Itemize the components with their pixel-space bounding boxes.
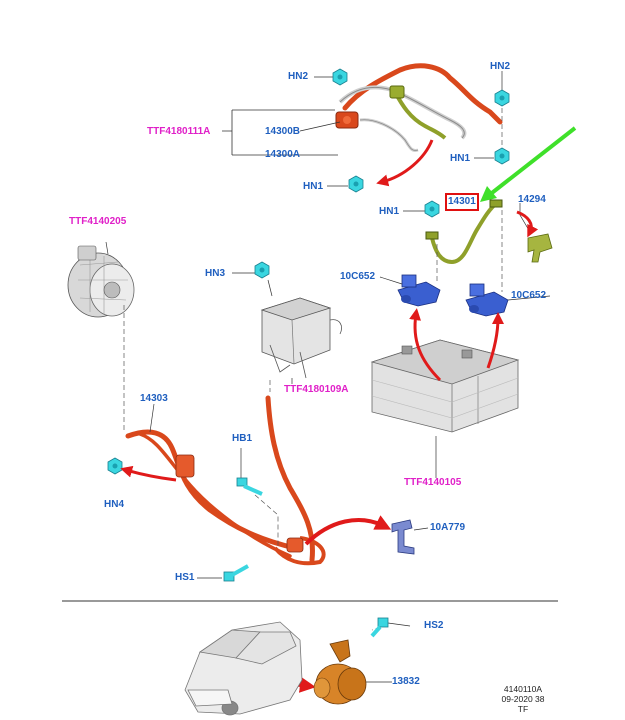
batteries <box>370 339 520 433</box>
callout-bracket-14300 <box>222 109 341 156</box>
label-14301: 14301 <box>445 193 479 211</box>
label-14294: 14294 <box>518 194 546 205</box>
nut-hn1-mid-icon <box>348 175 364 193</box>
footer-date: 09-2020 38 <box>501 694 545 704</box>
green-arrow <box>480 126 577 202</box>
cable-14301 <box>425 199 503 265</box>
label-hs1: HS1 <box>175 572 195 583</box>
footer-block: 4140110A 09-2020 38 TF <box>497 684 549 714</box>
footer-ref: 4140110A <box>503 684 543 694</box>
bolt-hb1-icon <box>236 477 263 496</box>
label-ttf4180111a: TTF4180111A <box>147 126 211 137</box>
label-ttf4180109a: TTF4180109A <box>284 384 349 395</box>
label-hn2-top: HN2 <box>288 71 309 82</box>
label-14303: 14303 <box>140 393 168 404</box>
label-hn2-right: HN2 <box>490 61 511 72</box>
nut-hn1-right-icon <box>494 147 510 165</box>
label-hn1-mid: HN1 <box>303 181 324 192</box>
terminal-left-10c652 <box>397 274 441 307</box>
label-hn1-right: HN1 <box>450 153 471 164</box>
label-13832: 13832 <box>392 676 420 687</box>
label-14300b: 14300B <box>265 126 301 137</box>
bolt-hs2-icon <box>370 617 389 638</box>
label-hn3: HN3 <box>205 268 226 279</box>
cable-14303 <box>125 395 326 566</box>
alternator <box>67 245 135 318</box>
nut-hn1-batt-icon <box>424 200 440 218</box>
label-14300a: 14300A <box>265 149 301 160</box>
label-hb1: HB1 <box>232 433 253 444</box>
label-hn4: HN4 <box>104 499 125 510</box>
label-10a779: 10A779 <box>430 522 466 533</box>
van-illustration <box>184 621 303 716</box>
label-hn1-batt: HN1 <box>379 206 400 217</box>
nut-hn2-top-icon <box>332 68 348 86</box>
label-ttf4140205: TTF4140205 <box>69 216 127 227</box>
leader-lines <box>105 71 551 683</box>
fuse-box <box>260 297 342 379</box>
label-10c652-right: 10C652 <box>511 290 547 301</box>
horn-13832 <box>313 639 367 705</box>
label-10c652-left: 10C652 <box>340 271 376 282</box>
bracket-14294 <box>527 233 553 263</box>
label-ttf4140105: TTF4140105 <box>404 477 462 488</box>
footer-code: TF <box>517 704 529 714</box>
bracket-10a779 <box>391 519 415 555</box>
top-cable-harness <box>335 63 503 152</box>
bolt-hs1-icon <box>223 564 249 582</box>
nut-hn4-icon <box>107 457 123 475</box>
terminal-right-10c652 <box>465 283 509 317</box>
label-hs2: HS2 <box>424 620 444 631</box>
nut-hn3-icon <box>254 261 270 279</box>
nut-hn2-right-icon <box>494 89 510 107</box>
